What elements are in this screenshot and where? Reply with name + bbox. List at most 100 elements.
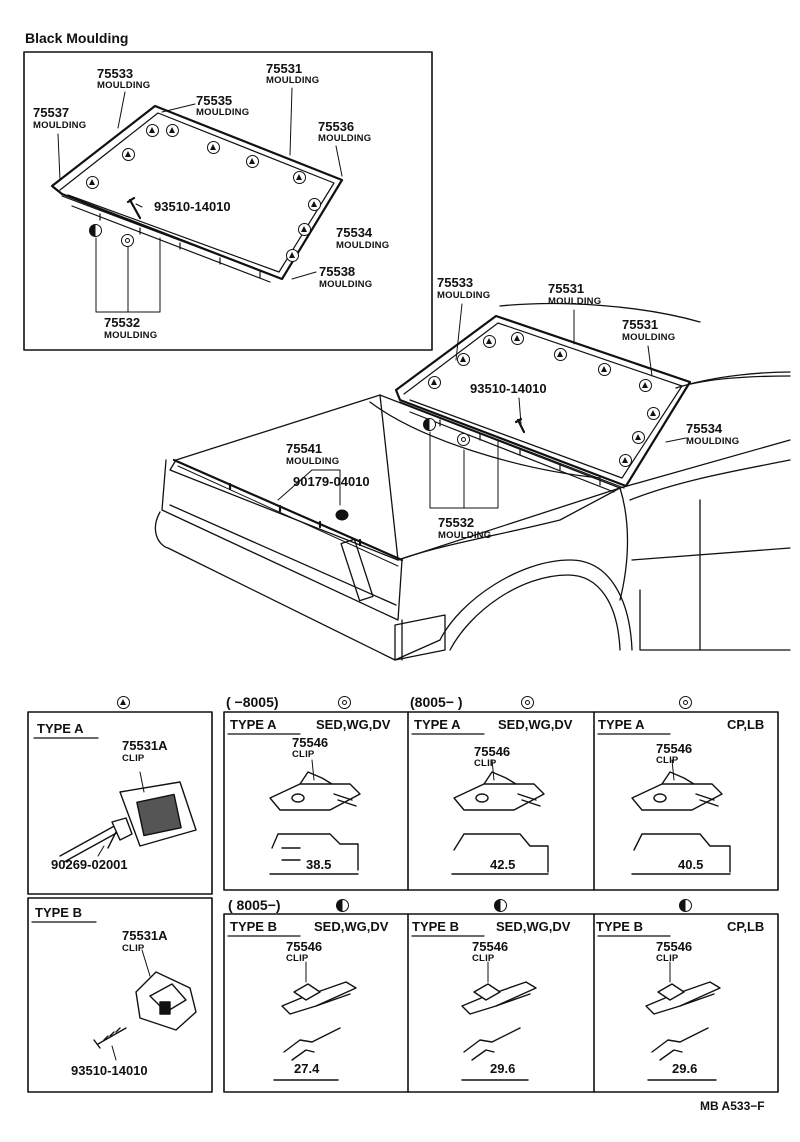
half-circle-clip-icon <box>494 899 507 912</box>
part-number: 75531A <box>122 738 168 753</box>
triangle-clip-icon <box>293 171 306 184</box>
type-label: TYPE A <box>37 721 84 736</box>
part-name: CLIP <box>474 758 497 769</box>
triangle-clip-icon <box>428 376 441 389</box>
part-number: 75546 <box>656 741 693 756</box>
clip-drawings-bottom <box>281 981 721 1015</box>
part-name: MOULDING <box>622 332 676 343</box>
triangle-clip-icon <box>554 348 567 361</box>
part-number: 75531A <box>122 928 168 943</box>
part-number: 75546 <box>656 939 693 954</box>
diagram-code: MB A533−F <box>700 1099 765 1113</box>
half-circle-clip-icon <box>336 899 349 912</box>
body-code: SED,WG,DV <box>314 919 389 934</box>
dot-clip-icon <box>521 696 534 709</box>
body-code: SED,WG,DV <box>496 919 571 934</box>
part-number: 75546 <box>474 744 511 759</box>
type-label: TYPE A <box>230 717 277 732</box>
type-label: TYPE A <box>598 717 645 732</box>
part-name: MOULDING <box>438 530 492 541</box>
part-number: 75533 <box>437 275 474 290</box>
dot-clip-icon <box>338 696 351 709</box>
triangle-clip-icon <box>146 124 159 137</box>
part-number: 75531 <box>266 61 303 76</box>
grid-leader-lines <box>97 759 675 1061</box>
grid-frames <box>27 711 779 1093</box>
part-number: 75535 <box>196 93 233 108</box>
body-code: SED,WG,DV <box>498 717 573 732</box>
inset-moulding-bottom-strip <box>61 195 281 283</box>
part-number: 75534 <box>336 225 373 240</box>
part-number: 75531 <box>548 281 585 296</box>
triangle-clip-icon <box>308 198 321 211</box>
period-header: (8005− ) <box>410 694 463 710</box>
part-name: MOULDING <box>33 120 87 131</box>
part-name: MOULDING <box>686 436 740 447</box>
dimension: 29.6 <box>672 1061 698 1076</box>
body-code: SED,WG,DV <box>316 717 391 732</box>
triangle-clip-icon <box>511 332 524 345</box>
inset-leader-lines <box>57 87 343 313</box>
part-number: 75534 <box>686 421 723 436</box>
triangle-clip-icon <box>647 407 660 420</box>
part-number: 75546 <box>472 939 509 954</box>
type-label: TYPE B <box>596 919 643 934</box>
part-name: CLIP <box>122 943 145 954</box>
part-name: MOULDING <box>318 133 372 144</box>
part-name: MOULDING <box>319 279 373 290</box>
part-name: CLIP <box>656 953 679 964</box>
triangle-clip-icon <box>457 353 470 366</box>
half-circle-clip-icon <box>679 899 692 912</box>
inset-windshield-moulding <box>50 104 344 281</box>
dimension: 40.5 <box>678 857 704 872</box>
part-number: 75538 <box>319 264 356 279</box>
half-circle-clip-icon <box>423 418 436 431</box>
triangle-clip-icon <box>483 335 496 348</box>
main-screw <box>514 417 526 434</box>
dimension: 38.5 <box>306 857 332 872</box>
hood-front-moulding <box>172 458 404 567</box>
part-name: MOULDING <box>548 296 602 307</box>
main-leader-lines <box>277 303 687 509</box>
type-label: TYPE A <box>414 717 461 732</box>
triangle-clip-icon <box>286 249 299 262</box>
main-moulding-bottom-strip <box>399 401 625 493</box>
part-number: 75536 <box>318 119 355 134</box>
triangle-clip-icon <box>619 454 632 467</box>
inset-frame <box>23 51 433 351</box>
part-name: MOULDING <box>336 240 390 251</box>
body-code: CP,LB <box>727 919 765 934</box>
part-number: 75546 <box>286 939 323 954</box>
inset-title: Black Moulding <box>25 30 129 46</box>
clip-profiles-bottom <box>273 1027 717 1081</box>
triangle-clip-icon <box>122 148 135 161</box>
part-name: CLIP <box>286 953 309 964</box>
triangle-clip-icon <box>246 155 259 168</box>
part-name: MOULDING <box>437 290 491 301</box>
body-code: CP,LB <box>727 717 765 732</box>
dimension: 29.6 <box>490 1061 516 1076</box>
period-header: ( 8005−) <box>228 897 281 913</box>
type-label: TYPE B <box>35 905 82 920</box>
triangle-clip-icon <box>639 379 652 392</box>
hood-clip <box>335 509 349 521</box>
part-name: MOULDING <box>196 107 250 118</box>
period-header: ( −8005) <box>226 694 279 710</box>
triangle-clip-icon <box>632 431 645 444</box>
part-name: MOULDING <box>104 330 158 341</box>
part-name: CLIP <box>292 749 315 760</box>
part-name: CLIP <box>122 753 145 764</box>
part-name: MOULDING <box>286 456 340 467</box>
part-number: 93510-14010 <box>71 1063 148 1078</box>
part-number: 75532 <box>438 515 475 530</box>
triangle-clip-icon <box>166 124 179 137</box>
inset-screw <box>126 196 142 220</box>
dimension: 42.5 <box>490 857 516 872</box>
dot-clip-icon <box>679 696 692 709</box>
part-number: 75541 <box>286 441 323 456</box>
part-number: 75532 <box>104 315 141 330</box>
part-number: 75531 <box>622 317 659 332</box>
clip-profiles-top <box>269 833 731 875</box>
clip-drawings-top <box>269 771 723 811</box>
